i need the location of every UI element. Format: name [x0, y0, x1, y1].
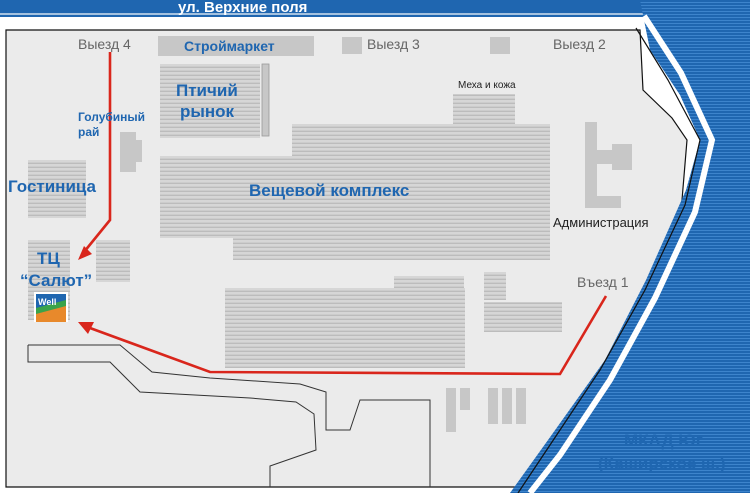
label-clothing-complex: Вещевой комплекс	[249, 181, 410, 200]
route-entry1-to-mall	[89, 295, 608, 376]
route-exit4-to-mall	[82, 52, 112, 253]
label-mkad-1: МКАД Юг	[624, 431, 703, 450]
mkad-road	[510, 0, 750, 493]
label-bird-market-2: рынок	[180, 102, 235, 121]
label-pigeon-1: Голубиный	[78, 110, 146, 124]
building-exit3-kiosk	[342, 37, 362, 54]
well-logo: Well	[34, 292, 68, 322]
street-top-label: ул. Верхние поля	[178, 0, 308, 16]
label-bird-market-1: Птичий	[176, 81, 238, 100]
building-bird-market	[160, 64, 260, 138]
label-mall-1: ТЦ	[37, 249, 60, 268]
service-road-outline	[27, 344, 431, 487]
label-hotel: Гостиница	[8, 177, 97, 196]
label-mall-2: “Салют”	[20, 271, 93, 290]
label-stroimarket: Строймаркет	[184, 38, 275, 54]
building-exit2-kiosk	[490, 37, 510, 54]
label-pigeon-2: рай	[78, 125, 100, 139]
label-mkad-2: (Каширское ш.)	[598, 454, 726, 473]
building-south-b	[484, 272, 506, 300]
street-top-band	[0, 0, 750, 17]
gate-entry1: Въезд 1	[577, 274, 629, 290]
label-fur-leather: Меха и кожа	[458, 80, 516, 91]
gate-exit4: Выезд 4	[78, 36, 131, 52]
building-clothing-complex	[160, 156, 550, 238]
building-administration	[585, 122, 597, 208]
building-south-a	[225, 288, 465, 368]
gate-exit3: Выезд 3	[367, 36, 420, 52]
gate-exit2: Выезд 2	[553, 36, 606, 52]
building-stroimarket	[158, 36, 314, 56]
building-hotel	[28, 160, 86, 218]
building-small-blocks	[446, 388, 456, 432]
well-logo-text: Well	[38, 297, 56, 307]
label-administration: Администрация	[553, 215, 649, 230]
